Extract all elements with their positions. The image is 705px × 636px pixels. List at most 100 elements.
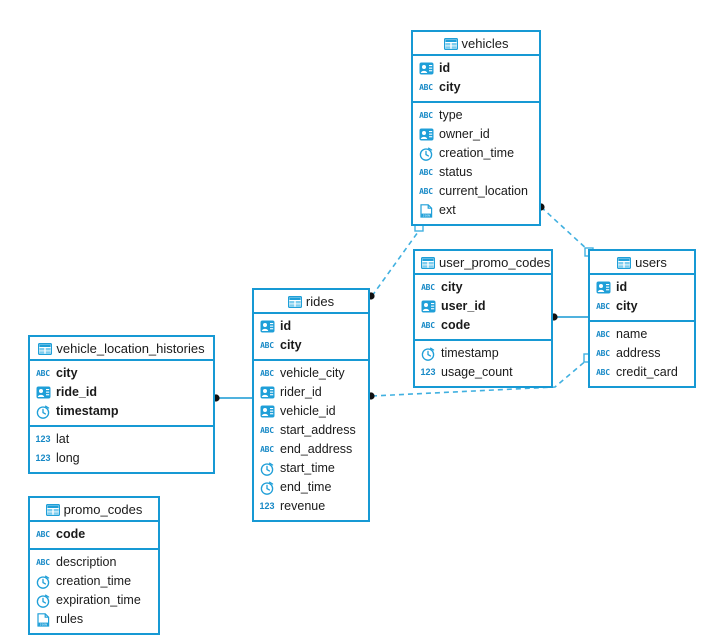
id-card-icon — [35, 385, 51, 400]
clock-icon — [259, 480, 275, 495]
field-name: start_time — [280, 461, 335, 475]
field-row[interactable]: ABC end_address — [254, 440, 368, 459]
abc-icon: ABC — [260, 425, 274, 435]
field-name: current_location — [439, 184, 528, 198]
field-row[interactable]: timestamp — [30, 402, 213, 421]
abc-icon: ABC — [596, 301, 610, 311]
field-row[interactable]: expiration_time — [30, 591, 158, 610]
entity-title: rides — [305, 294, 335, 309]
field-name: usage_count — [441, 365, 513, 379]
clock-icon — [418, 146, 434, 161]
entity-header-rides[interactable]: rides — [254, 290, 368, 314]
abc-icon: ABC — [419, 110, 433, 120]
field-name: user_id — [441, 299, 486, 313]
field-row[interactable]: user_id — [415, 297, 551, 316]
field-row[interactable]: vehicle_id — [254, 402, 368, 421]
field-row[interactable]: owner_id — [413, 125, 539, 144]
entity-title: promo_codes — [63, 502, 143, 517]
field-name: city — [441, 280, 463, 294]
field-row[interactable]: ABC code — [30, 525, 158, 544]
relationship-line — [371, 231, 419, 297]
svg-text:JSON: JSON — [422, 213, 429, 217]
field-name: city — [280, 338, 302, 352]
entity-header-promo_codes[interactable]: promo_codes — [30, 498, 158, 522]
field-name: code — [56, 527, 86, 541]
table-icon — [38, 339, 53, 362]
field-row[interactable]: ABC type — [413, 106, 539, 125]
entity-header-vehicles[interactable]: vehicles — [413, 32, 539, 56]
field-row[interactable]: end_time — [254, 478, 368, 497]
field-name: city — [439, 80, 461, 94]
field-name: long — [56, 451, 80, 465]
field-row[interactable]: ride_id — [30, 383, 213, 402]
id-card-icon — [259, 319, 275, 334]
relationship-upc-users[interactable] — [550, 313, 588, 321]
abc-icon: ABC — [596, 367, 610, 377]
123-icon: 123 — [35, 453, 51, 463]
field-name: timestamp — [56, 404, 119, 418]
field-name: type — [439, 108, 463, 122]
field-row[interactable]: start_time — [254, 459, 368, 478]
id-card-icon — [418, 127, 434, 142]
id-card-icon — [259, 385, 275, 400]
field-row[interactable]: JSON ext — [413, 201, 539, 220]
entity-header-users[interactable]: users — [590, 251, 694, 275]
field-row[interactable]: rider_id — [254, 383, 368, 402]
abc-icon: ABC — [36, 529, 50, 539]
field-name: vehicle_id — [280, 404, 336, 418]
clock-icon — [35, 593, 51, 608]
field-name: vehicle_city — [280, 366, 345, 380]
abc-icon: ABC — [36, 557, 50, 567]
relationship-vlh-rides[interactable] — [212, 394, 252, 402]
field-name: id — [280, 319, 292, 333]
field-row[interactable]: id — [590, 278, 694, 297]
field-name: ext — [439, 203, 456, 217]
entity-header-user_promo_codes[interactable]: user_promo_codes — [415, 251, 551, 275]
field-row[interactable]: 123 long — [30, 449, 213, 468]
entity-title: user_promo_codes — [439, 255, 551, 270]
123-icon: 123 — [259, 501, 275, 511]
field-row[interactable]: id — [413, 59, 539, 78]
clock-icon — [259, 461, 275, 476]
entity-header-vehicle_location_histories[interactable]: vehicle_location_histories — [30, 337, 213, 361]
field-row[interactable]: timestamp — [415, 344, 551, 363]
field-row[interactable]: id — [254, 317, 368, 336]
table-icon — [616, 253, 632, 276]
field-name: rider_id — [280, 385, 322, 399]
svg-text:JSON: JSON — [39, 622, 46, 626]
entity-title: vehicle_location_histories — [56, 341, 205, 356]
field-row[interactable]: creation_time — [30, 572, 158, 591]
field-row[interactable]: creation_time — [413, 144, 539, 163]
abc-icon: ABC — [260, 444, 274, 454]
field-name: creation_time — [439, 146, 515, 160]
field-name: end_address — [280, 442, 353, 456]
